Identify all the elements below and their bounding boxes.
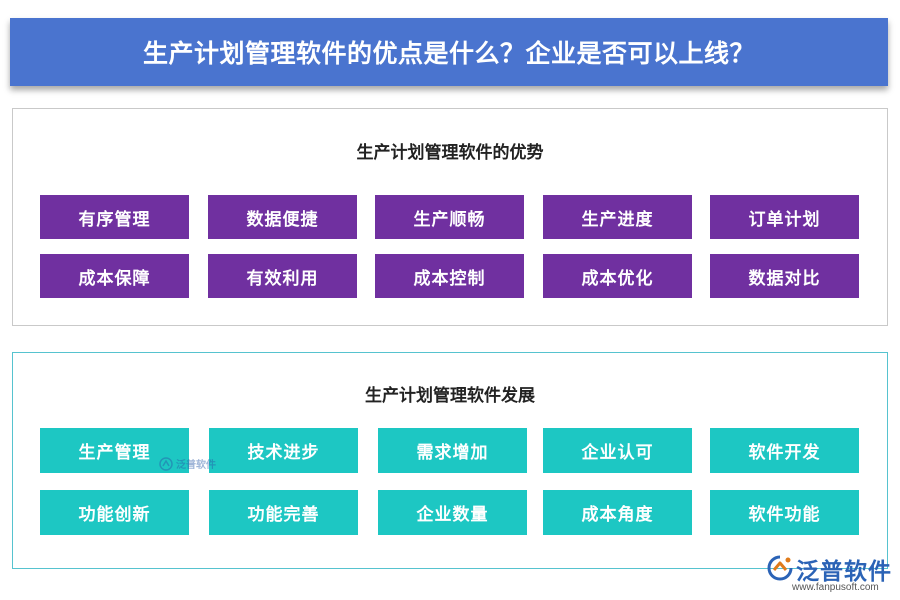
brand-url: www.fanpusoft.com: [792, 582, 879, 593]
advantage-item: 有序管理: [40, 195, 189, 239]
development-item: 软件开发: [710, 428, 859, 473]
advantage-item: 生产进度: [543, 195, 692, 239]
development-item: 功能完善: [209, 490, 358, 535]
advantage-item: 数据对比: [710, 254, 859, 298]
advantage-item: 成本优化: [543, 254, 692, 298]
advantage-item: 有效利用: [208, 254, 357, 298]
page-title: 生产计划管理软件的优点是什么？企业是否可以上线？: [142, 39, 755, 68]
development-item: 企业数量: [378, 490, 527, 535]
brand-logo: 泛普软件 www.fanpusoft.com: [766, 552, 896, 598]
development-item: 生产管理: [40, 428, 189, 473]
advantage-item: 成本控制: [375, 254, 524, 298]
development-item: 软件功能: [710, 490, 859, 535]
advantages-title: 生产计划管理软件的优势: [356, 143, 544, 163]
development-item: 成本角度: [543, 490, 692, 535]
advantage-item: 成本保障: [40, 254, 189, 298]
advantage-item: 数据便捷: [208, 195, 357, 239]
header-banner: 生产计划管理软件的优点是什么？企业是否可以上线？: [10, 18, 888, 86]
development-item: 需求增加: [378, 428, 527, 473]
advantage-item: 订单计划: [710, 195, 859, 239]
brand-name: 泛普软件: [796, 559, 892, 585]
development-title: 生产计划管理软件发展: [365, 386, 535, 406]
brand-logo-icon: [767, 555, 793, 581]
development-item: 技术进步: [209, 428, 358, 473]
development-item: 企业认可: [543, 428, 692, 473]
advantage-item: 生产顺畅: [375, 195, 524, 239]
development-item: 功能创新: [40, 490, 189, 535]
